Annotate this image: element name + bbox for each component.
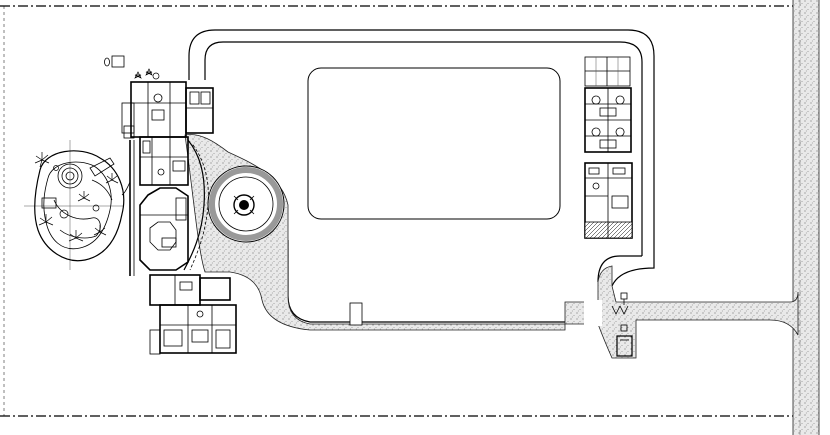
outbuilding-upper-roof (584, 56, 631, 87)
gravel-court (184, 134, 799, 359)
fountain-roundabout (207, 165, 285, 243)
main-house (104, 55, 237, 355)
pool-garden (24, 140, 131, 270)
outbuilding-stables (584, 87, 632, 153)
entrance-gate (611, 292, 633, 357)
outbuilding-guest-house (584, 162, 633, 239)
central-lawn (307, 67, 561, 220)
road-strip (792, 0, 820, 435)
